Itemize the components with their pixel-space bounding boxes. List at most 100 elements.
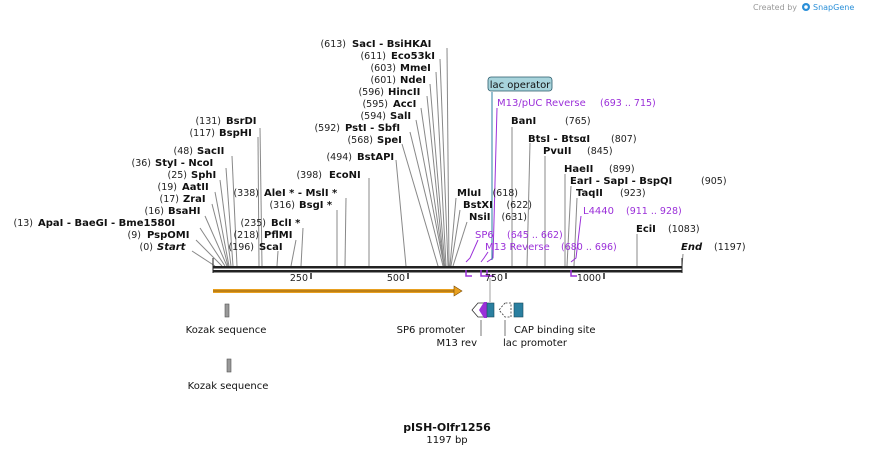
primer-range-sp6: (645 .. 662) (507, 230, 563, 241)
site-name-scaI[interactable]: ScaI (259, 242, 283, 253)
site-pos-haeII: (899) (609, 164, 635, 175)
site-name-apaI[interactable]: ApaI - BaeGI - Bme1580I (38, 218, 175, 229)
site-name-banI[interactable]: BanI (511, 116, 536, 127)
site-name-mluI[interactable]: MluI (457, 188, 481, 199)
kozak-label-1: Kozak sequence (186, 325, 267, 336)
site-name-bspHI[interactable]: BspHI (219, 128, 252, 139)
site-pos-pflMI: (218) (233, 230, 259, 241)
site-pos-speI: (568) (347, 135, 373, 146)
primer-range-m13-reverse: (680 .. 696) (561, 242, 617, 253)
site-pos-styI: (36) (131, 158, 151, 169)
site-connectors (191, 47, 684, 267)
cap-site-box[interactable] (513, 302, 524, 318)
primer-name-m13-puc-reverse[interactable]: M13/pUC Reverse (497, 98, 586, 109)
lac-promoter-label: lac promoter (503, 338, 568, 349)
lac-operator-badge[interactable] (487, 76, 553, 92)
site-name-pspOMI[interactable]: PspOMI (147, 230, 189, 241)
site-pos-bsgI: (316) (269, 200, 295, 211)
site-name-aatII[interactable]: AatII (182, 182, 209, 193)
lac-operator-box[interactable] (486, 302, 495, 318)
site-pos-mmeI: (603) (370, 63, 396, 74)
site-pos-pspOMI: (9) (128, 230, 141, 241)
lac-promoter-shape[interactable] (498, 302, 512, 318)
site-pos-end: (1197) (714, 242, 746, 253)
site-name-sacII[interactable]: SacII (197, 146, 224, 157)
ruler-label-750: 750 (485, 273, 503, 284)
site-pos-salI: (594) (360, 111, 386, 122)
m13-rev-label: M13 rev (437, 338, 478, 349)
sp6-promoter-shape[interactable] (471, 302, 485, 318)
site-pos-nsiI: (631) (501, 212, 527, 223)
site-name-accI[interactable]: AccI (393, 99, 416, 110)
site-name-bsrDI[interactable]: BsrDI (226, 116, 257, 127)
site-name-earI[interactable]: EarI - SapI - BspQI (570, 176, 672, 187)
site-pos-pvuII: (845) (587, 146, 613, 157)
cap-site-label: CAP binding site (514, 325, 596, 336)
site-name-ecoNI[interactable]: EcoNI (329, 170, 361, 181)
sp6-promoter-label: SP6 promoter (397, 325, 466, 336)
sequence-backbone (212, 258, 683, 273)
site-name-bstXI[interactable]: BstXI (463, 200, 493, 211)
site-pos-sacI: (613) (320, 39, 346, 50)
site-pos-accI: (595) (362, 99, 388, 110)
map-title: pISH-Olfr1256 (403, 421, 491, 434)
site-pos-banI: (765) (565, 116, 591, 127)
site-pos-bstAPI: (494) (326, 152, 352, 163)
primer-name-sp6[interactable]: SP6 (475, 230, 494, 241)
site-pos-aleI: (338) (233, 188, 259, 199)
primer-name-l4440[interactable]: L4440 (583, 206, 614, 217)
site-pos-bclI: (235) (240, 218, 266, 229)
site-name-bsgI[interactable]: BsgI * (299, 200, 333, 211)
site-pos-start: (0) (140, 242, 153, 253)
site-name-bsaHI[interactable]: BsaHI (168, 206, 200, 217)
site-name-btsI[interactable]: BtsI - BtsαI (528, 134, 590, 145)
site-name-start[interactable]: Start (157, 242, 187, 253)
site-name-pflMI[interactable]: PflMI (264, 230, 292, 241)
site-pos-zraI: (17) (159, 194, 179, 205)
site-name-aleI[interactable]: AleI * - MslI * (264, 188, 338, 199)
site-name-eciI[interactable]: EciI (636, 224, 656, 235)
primer-name-m13-reverse[interactable]: M13 Reverse (485, 242, 550, 253)
site-pos-mluI: (618) (492, 188, 518, 199)
site-name-sacI[interactable]: SacI - BsiHKAI (352, 39, 431, 50)
ruler-ticks (310, 273, 605, 279)
lac-operator-label: lac operator (490, 80, 551, 91)
m13-rev-shape[interactable] (479, 302, 487, 318)
ruler-label-250: 250 (290, 273, 308, 284)
site-name-haeII[interactable]: HaeII (564, 164, 593, 175)
site-pos-bstXI: (622) (506, 200, 532, 211)
site-pos-hincII: (596) (358, 87, 384, 98)
site-name-zraI[interactable]: ZraI (183, 194, 206, 205)
site-name-hincII[interactable]: HincII (388, 87, 420, 98)
site-name-sphI[interactable]: SphI (191, 170, 216, 181)
site-pos-bspHI: (117) (189, 128, 215, 139)
site-pos-apaI: (13) (13, 218, 33, 229)
site-name-bstAPI[interactable]: BstAPI (357, 152, 394, 163)
orf-arrow[interactable] (213, 285, 463, 297)
site-name-mmeI[interactable]: MmeI (400, 63, 431, 74)
site-pos-sphI: (25) (167, 170, 187, 181)
site-name-end[interactable]: End (681, 242, 703, 253)
site-name-styI[interactable]: StyI - NcoI (155, 158, 213, 169)
site-name-nsiI[interactable]: NsiI (469, 212, 490, 223)
site-pos-scaI: (196) (228, 242, 254, 253)
site-name-bclI[interactable]: BclI * (271, 218, 301, 229)
site-name-pstI[interactable]: PstI - SbfI (345, 123, 400, 134)
site-name-pvuII[interactable]: PvuII (543, 146, 571, 157)
site-name-ndeI[interactable]: NdeI (400, 75, 426, 86)
site-name-eco53kI[interactable]: Eco53kI (391, 51, 435, 62)
primer-range-l4440: (911 .. 928) (626, 206, 682, 217)
site-pos-sacII: (48) (173, 146, 193, 157)
site-pos-btsI: (807) (611, 134, 637, 145)
primer-connectors (465, 107, 582, 263)
site-pos-taqII: (923) (620, 188, 646, 199)
kozak-box-2[interactable] (226, 358, 232, 373)
ruler-label-1000: 1000 (577, 273, 601, 284)
site-pos-ecoNI: (398) (296, 170, 322, 181)
primer-range-m13-puc-reverse: (693 .. 715) (600, 98, 656, 109)
site-name-speI[interactable]: SpeI (377, 135, 402, 146)
kozak-box-1[interactable] (224, 303, 230, 318)
site-name-taqII[interactable]: TaqII (576, 188, 603, 199)
site-name-salI[interactable]: SalI (390, 111, 411, 122)
